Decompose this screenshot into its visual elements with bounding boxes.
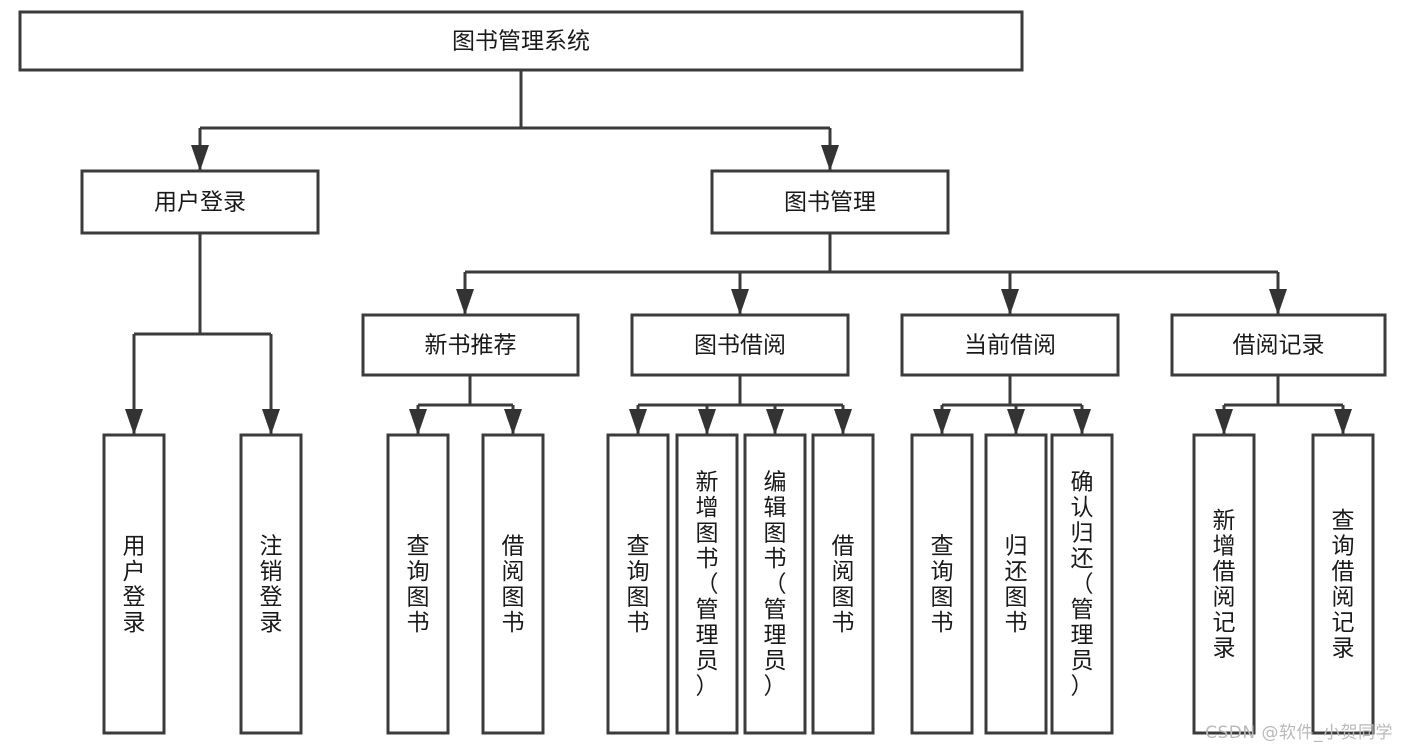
- node-box[interactable]: [811, 433, 875, 735]
- arrow-head-icon: [1215, 409, 1233, 435]
- node-label: 新书推荐: [425, 333, 517, 359]
- node-label: 确认归还（管理员）: [1071, 470, 1094, 700]
- connector-borrowrecord-to-leaves: [1215, 375, 1352, 435]
- arrow-head-icon: [1007, 409, 1025, 435]
- node-label: 编辑图书（管理员）: [764, 470, 787, 700]
- node-leaf-add-book-admin[interactable]: 新增图书（管理员）: [675, 433, 739, 735]
- node-label: 用户登录: [123, 533, 146, 636]
- node-box[interactable]: [386, 433, 450, 735]
- node-label: 查询图书: [931, 533, 954, 636]
- node-label: 用户登录: [154, 190, 246, 216]
- node-box[interactable]: [239, 433, 303, 735]
- node-leaf-query-book-borrow[interactable]: 查询图书: [606, 433, 670, 735]
- node-label: 借阅图书: [832, 533, 855, 636]
- arrow-head-icon: [698, 409, 716, 435]
- node-leaf-add-borrow-record[interactable]: 新增借阅记录: [1192, 433, 1256, 735]
- node-box[interactable]: [910, 433, 974, 735]
- node-leaf-logout[interactable]: 注销登录: [239, 433, 303, 735]
- node-box[interactable]: [80, 169, 320, 235]
- node-box[interactable]: [1050, 433, 1114, 735]
- node-label: 查询借阅记录: [1332, 508, 1355, 662]
- node-label: 当前借阅: [964, 333, 1056, 359]
- node-label: 图书管理系统: [452, 29, 590, 55]
- node-box[interactable]: [102, 433, 166, 735]
- node-box[interactable]: [1311, 433, 1375, 735]
- connector-userlogin-to-leaves: [125, 233, 280, 435]
- node-box[interactable]: [743, 433, 807, 735]
- node-label: 注销登录: [260, 533, 283, 636]
- node-current-borrow[interactable]: 当前借阅: [900, 313, 1120, 377]
- node-leaf-query-book-new[interactable]: 查询图书: [386, 433, 450, 735]
- arrow-head-icon: [125, 409, 143, 435]
- node-leaf-confirm-return-admin[interactable]: 确认归还（管理员）: [1050, 433, 1114, 735]
- connector-bookmgmt-to-level3: [456, 233, 1287, 315]
- node-label: 借阅图书: [502, 533, 525, 636]
- node-box[interactable]: [675, 433, 739, 735]
- node-book-borrow[interactable]: 图书借阅: [630, 313, 850, 377]
- node-label: 借阅记录: [1233, 333, 1325, 359]
- node-user-login[interactable]: 用户登录: [80, 169, 320, 235]
- node-leaf-query-borrow-record[interactable]: 查询借阅记录: [1311, 433, 1375, 735]
- connector-bookborrow-to-leaves: [629, 375, 852, 435]
- node-box[interactable]: [18, 10, 1024, 72]
- node-label: 图书管理: [784, 190, 876, 216]
- node-box[interactable]: [1192, 433, 1256, 735]
- node-new-book-recommend[interactable]: 新书推荐: [361, 313, 580, 377]
- connector-currentborrow-to-leaves: [933, 375, 1091, 435]
- arrow-head-icon: [731, 289, 749, 315]
- node-box[interactable]: [481, 433, 545, 735]
- node-leaf-user-login[interactable]: 用户登录: [102, 433, 166, 735]
- arrow-head-icon: [409, 409, 427, 435]
- node-leaf-return-book[interactable]: 归还图书: [984, 433, 1048, 735]
- node-label: 查询图书: [407, 533, 430, 636]
- arrow-head-icon: [1073, 409, 1091, 435]
- node-box[interactable]: [630, 313, 850, 377]
- node-label: 归还图书: [1005, 533, 1028, 636]
- node-label: 新增图书（管理员）: [696, 470, 719, 700]
- node-book-management[interactable]: 图书管理: [710, 169, 950, 235]
- node-root[interactable]: 图书管理系统: [18, 10, 1024, 72]
- node-box[interactable]: [1170, 313, 1387, 377]
- connector-newbook-to-leaves: [409, 375, 522, 435]
- node-leaf-borrow-book[interactable]: 借阅图书: [811, 433, 875, 735]
- node-label: 查询图书: [627, 533, 650, 636]
- node-leaf-borrow-book-new[interactable]: 借阅图书: [481, 433, 545, 735]
- arrow-head-icon: [456, 289, 474, 315]
- arrow-head-icon: [1269, 289, 1287, 315]
- arrow-head-icon: [1001, 289, 1019, 315]
- node-box[interactable]: [710, 169, 950, 235]
- node-leaf-query-book-current[interactable]: 查询图书: [910, 433, 974, 735]
- arrow-head-icon: [1334, 409, 1352, 435]
- arrow-head-icon: [933, 409, 951, 435]
- arrow-head-icon: [191, 145, 209, 171]
- node-box[interactable]: [361, 313, 580, 377]
- node-layer: 图书管理系统用户登录图书管理新书推荐图书借阅当前借阅借阅记录用户登录注销登录查询…: [18, 10, 1387, 735]
- connector-layer: [125, 70, 1352, 435]
- node-box[interactable]: [606, 433, 670, 735]
- connector-root-to-level2: [191, 70, 839, 171]
- csdn-watermark: CSDN @软件_小贺同学: [1205, 723, 1393, 743]
- node-label: 图书借阅: [694, 333, 786, 359]
- node-leaf-edit-book-admin[interactable]: 编辑图书（管理员）: [743, 433, 807, 735]
- node-borrow-record[interactable]: 借阅记录: [1170, 313, 1387, 377]
- arrow-head-icon: [504, 409, 522, 435]
- node-box[interactable]: [984, 433, 1048, 735]
- arrow-head-icon: [834, 409, 852, 435]
- arrow-head-icon: [262, 409, 280, 435]
- arrow-head-icon: [821, 145, 839, 171]
- node-box[interactable]: [900, 313, 1120, 377]
- node-label: 新增借阅记录: [1213, 508, 1236, 662]
- arrow-head-icon: [629, 409, 647, 435]
- arrow-head-icon: [766, 409, 784, 435]
